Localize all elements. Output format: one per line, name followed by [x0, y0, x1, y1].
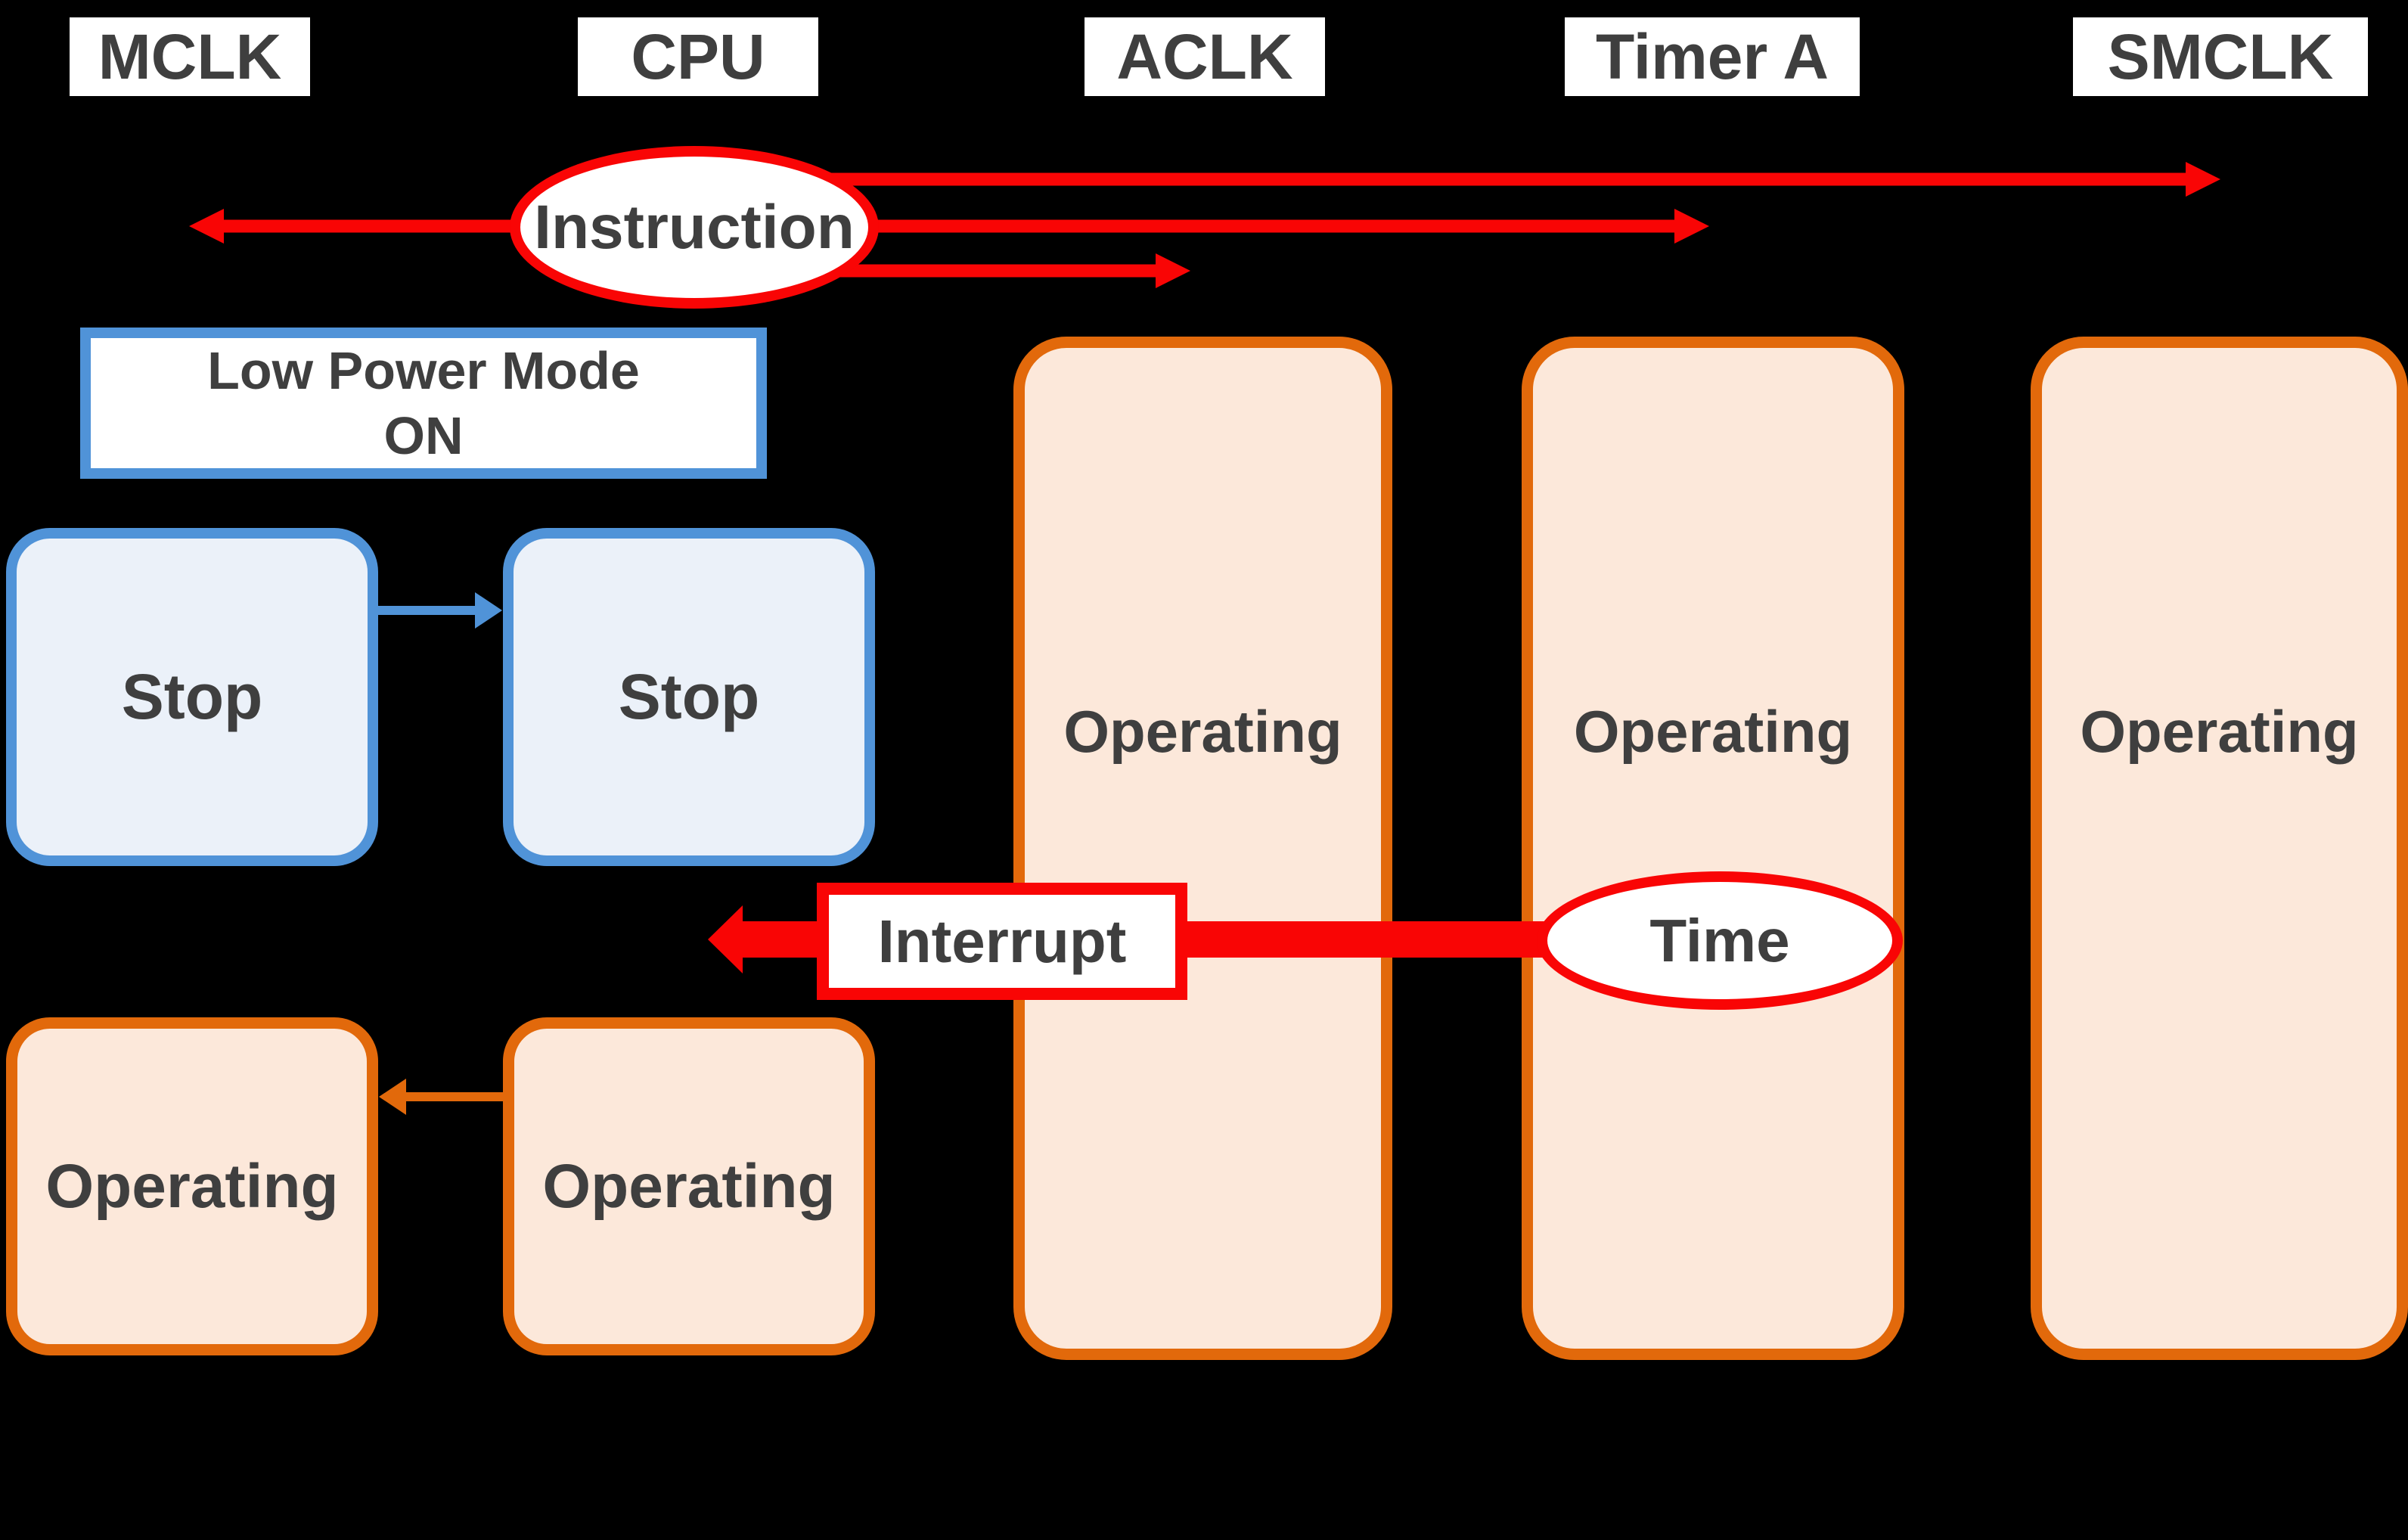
instruction-arrow-mclk-timer-a — [189, 209, 1709, 244]
header-timer-a: Timer A — [1565, 17, 1860, 96]
aclk-operating-label: Operating — [1063, 698, 1342, 765]
header-smclk: SMCLK — [2073, 17, 2368, 96]
header-aclk: ACLK — [1085, 17, 1325, 96]
arrowhead-right-icon — [1674, 209, 1709, 244]
header-mclk: MCLK — [70, 17, 310, 96]
header-cpu: CPU — [578, 17, 818, 96]
time-ellipse: Time — [1537, 871, 1903, 1010]
low-power-mode-callout: Low Power Mode ON — [80, 328, 767, 479]
mclk-operating-box: Operating — [6, 1017, 378, 1355]
operating-transition-arrow — [379, 1079, 503, 1115]
timer-a-operating-column: Operating — [1522, 337, 1904, 1360]
smclk-operating-column: Operating — [2031, 337, 2408, 1360]
instruction-arrow-to-smclk — [694, 162, 2220, 197]
arrowhead-right-icon — [2186, 162, 2220, 197]
instruction-ellipse: Instruction — [510, 146, 879, 309]
smclk-operating-label: Operating — [2080, 698, 2359, 765]
arrowhead-right-icon — [1156, 253, 1190, 288]
mclk-stop-box: Stop — [6, 528, 378, 866]
stop-transition-arrow — [378, 592, 502, 629]
low-power-mode-line2: ON — [383, 406, 464, 465]
arrowhead-left-icon — [379, 1079, 406, 1115]
arrowhead-left-icon — [189, 209, 224, 244]
cpu-operating-box: Operating — [503, 1017, 875, 1355]
interrupt-label-box: Interrupt — [817, 883, 1187, 1000]
arrowhead-right-icon — [475, 592, 502, 629]
cpu-stop-box: Stop — [503, 528, 875, 866]
low-power-mode-line1: Low Power Mode — [207, 341, 640, 400]
timer-a-operating-label: Operating — [1573, 698, 1853, 765]
aclk-operating-column: Operating — [1013, 337, 1392, 1360]
